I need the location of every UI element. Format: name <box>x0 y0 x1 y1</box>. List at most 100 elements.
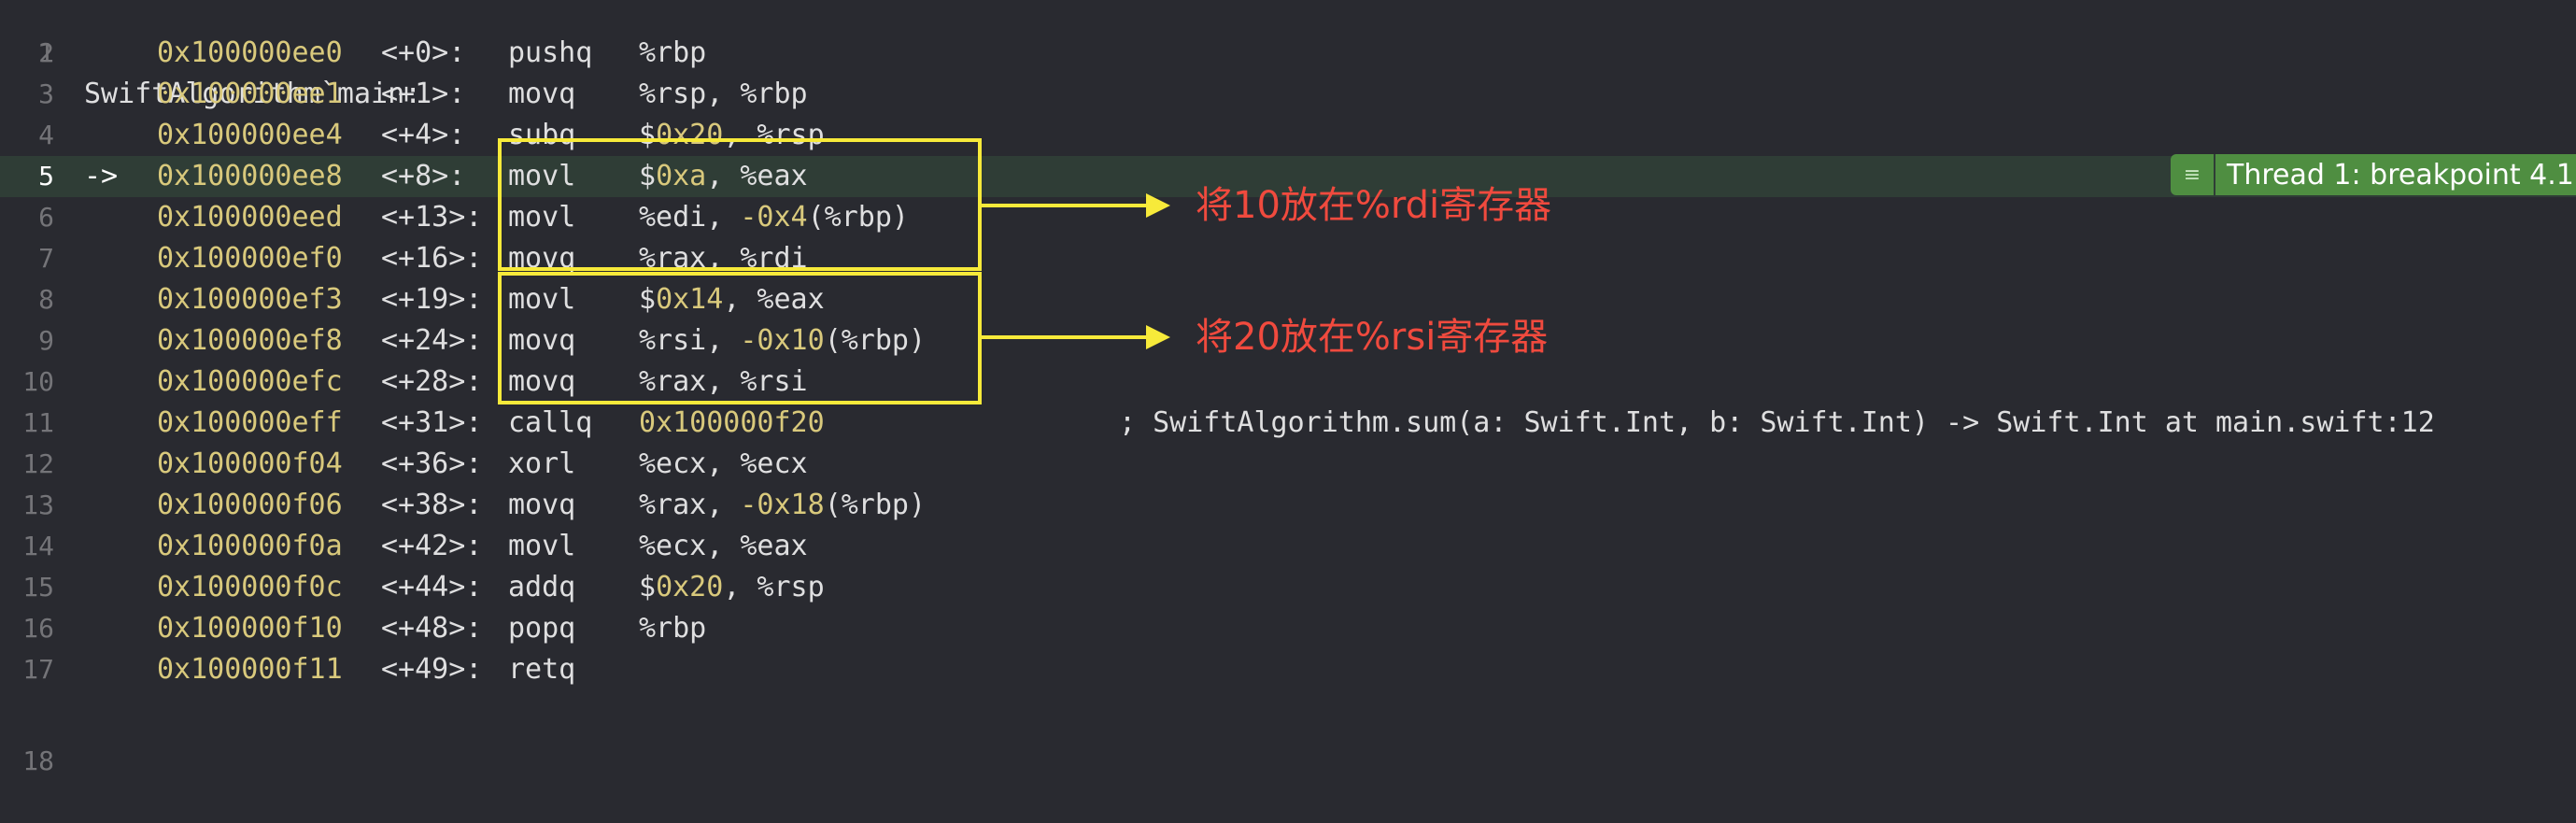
instruction-offset: <+16>: <box>381 242 483 275</box>
operand-text: $ <box>639 283 657 316</box>
operand-text: $ <box>639 160 657 192</box>
instruction-address: 0x100000f04 <box>157 447 343 480</box>
code-line[interactable]: 6 0x100000eed <+13>: movl %edi, -0x4(%rbp) <box>0 197 2576 238</box>
instruction-operands: 0x100000f20 <box>639 403 825 444</box>
instruction-address: 0x100000f06 <box>157 489 343 521</box>
breakpoint-badge[interactable]: ≡ Thread 1: breakpoint 4.1 <box>2171 154 2576 195</box>
instruction-address: 0x100000efc <box>157 365 343 398</box>
instruction-operands: %ecx, %eax <box>639 526 808 567</box>
instruction-offset: <+0>: <box>381 36 466 69</box>
instruction-offset: <+28>: <box>381 365 483 398</box>
instruction-mnemonic: movq <box>508 489 576 521</box>
instruction-operands: %edi, -0x4(%rbp) <box>639 197 909 238</box>
instruction-operands: %rax, -0x18(%rbp) <box>639 485 926 526</box>
instruction-operands: $0x20, %rsp <box>639 567 825 608</box>
instruction-offset: <+13>: <box>381 201 483 234</box>
instruction-address: 0x100000f11 <box>157 653 343 686</box>
annotation-text-rsi: 将20放在%rsi寄存器 <box>1196 316 1549 359</box>
code-line-current[interactable]: 5->0x100000ee8<+8>:movl$0xa, %eax <box>0 156 2576 197</box>
instruction-address: 0x100000f0c <box>157 571 343 603</box>
instruction-comment: ; SwiftAlgorithm.sum(a: Swift.Int, b: Sw… <box>1119 406 2435 439</box>
operand-text: %rsp, %rbp <box>639 78 808 110</box>
instruction-address: 0x100000ee8 <box>157 160 343 192</box>
operand-number: 0x14 <box>656 283 724 316</box>
annotation-arrow-rsi <box>982 335 1150 339</box>
annotation-arrow-rdi <box>982 204 1150 207</box>
operand-text: , %rsp <box>723 119 825 151</box>
instruction-offset: <+38>: <box>381 489 483 521</box>
line-number: 1 <box>38 37 54 68</box>
instruction-mnemonic: movq <box>508 324 576 357</box>
line-number: 14 <box>22 531 54 561</box>
instruction-mnemonic: popq <box>508 612 576 645</box>
instruction-mnemonic: movq <box>508 365 576 398</box>
operand-text: %rbp <box>639 612 707 645</box>
operand-number: -0x4 <box>740 201 808 234</box>
line-number: 16 <box>22 613 54 644</box>
instruction-mnemonic: movl <box>508 201 576 234</box>
instruction-offset: <+8>: <box>381 160 466 192</box>
operand-text: $ <box>639 571 657 603</box>
operand-number: -0x10 <box>740 324 825 357</box>
instruction-address: 0x100000ef0 <box>157 242 343 275</box>
breakpoint-label: Thread 1: breakpoint 4.1 <box>2227 158 2574 192</box>
code-line-header[interactable]: 1 SwiftAlgorithm`main: <box>0 0 2576 110</box>
current-instruction-marker: -> <box>84 160 119 192</box>
line-number: 9 <box>38 325 54 356</box>
instruction-offset: <+19>: <box>381 283 483 316</box>
list-icon[interactable]: ≡ <box>2171 154 2215 195</box>
operand-text: (%rbp) <box>824 324 927 357</box>
line-number: 13 <box>22 490 54 520</box>
line-number: 4 <box>38 120 54 150</box>
instruction-operands: %rbp <box>639 608 706 649</box>
line-number: 3 <box>38 78 54 109</box>
operand-text: %ecx, %eax <box>639 530 808 562</box>
line-number: 8 <box>38 284 54 315</box>
annotation-text-rdi: 将10放在%rdi寄存器 <box>1196 184 1552 227</box>
code-line-empty[interactable]: 18 <box>0 700 2576 776</box>
operand-text: , %eax <box>723 283 825 316</box>
instruction-address: 0x100000eed <box>157 201 343 234</box>
annotation-box-rdi <box>498 138 982 271</box>
code-line[interactable]: 13 0x100000f06 <+38>: movq %rax, -0x18(%rbp) <box>0 485 2576 526</box>
instruction-offset: <+24>: <box>381 324 483 357</box>
instruction-mnemonic: subq <box>508 119 576 151</box>
instruction-offset: <+44>: <box>381 571 483 603</box>
instruction-operands: %rax, %rsi <box>639 362 808 403</box>
operand-text: (%rbp) <box>807 201 909 234</box>
operand-number: 0x20 <box>656 119 724 151</box>
instruction-offset: <+49>: <box>381 653 483 686</box>
instruction-address: 0x100000ef3 <box>157 283 343 316</box>
operand-text: $ <box>639 119 657 151</box>
code-line[interactable]: 4 0x100000ee4 <+4>: subq $0x20, %rsp <box>0 115 2576 156</box>
operand-text: %rbp <box>639 36 707 69</box>
annotation-box-rsi <box>498 272 982 404</box>
line-number: 7 <box>38 243 54 274</box>
instruction-offset: <+36>: <box>381 447 483 480</box>
line-number: 6 <box>38 202 54 233</box>
instruction-address: 0x100000f0a <box>157 530 343 562</box>
instruction-address: 0x100000ee0 <box>157 36 343 69</box>
instruction-offset: <+1>: <box>381 78 466 110</box>
annotation-arrowhead-rdi <box>1146 193 1170 218</box>
function-label: SwiftAlgorithm`main: <box>84 78 422 110</box>
instruction-address: 0x100000ee4 <box>157 119 343 151</box>
instruction-operands: $0x14, %eax <box>639 279 825 320</box>
instruction-operands: %rbp <box>639 33 706 74</box>
instruction-offset: <+42>: <box>381 530 483 562</box>
operand-text: %rsi, <box>639 324 741 357</box>
instruction-offset: <+4>: <box>381 119 466 151</box>
